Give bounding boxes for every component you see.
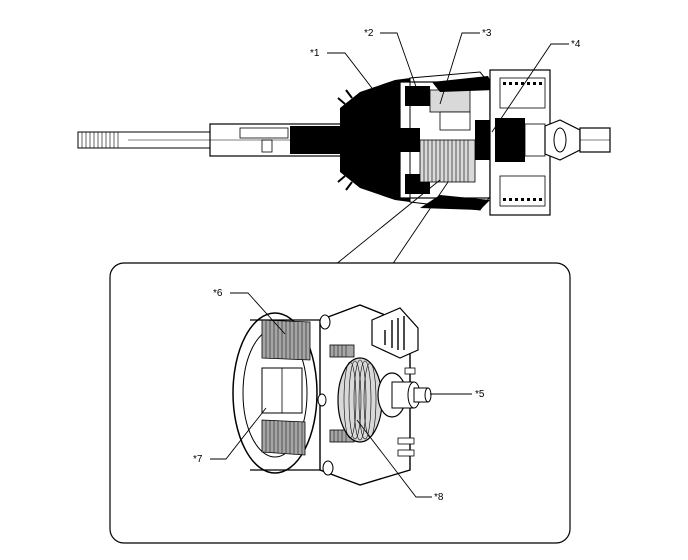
torque-sensor-detail [232, 304, 432, 486]
motor-block [489, 69, 551, 216]
output-yoke [544, 119, 611, 161]
callout-3: *3 [482, 28, 492, 39]
zoom-projection-lines [334, 179, 449, 266]
callout-7: *7 [193, 454, 203, 465]
mounting-bolts [329, 344, 355, 443]
center-coil-and-shaft [337, 357, 432, 443]
input-shaft [77, 131, 229, 149]
callout-5: *5 [475, 389, 485, 400]
housing-front [337, 78, 410, 202]
callout-2: *2 [364, 28, 374, 39]
callout-6: *6 [213, 288, 223, 299]
housing-rear [409, 71, 496, 211]
steering-column-assembly [77, 69, 611, 216]
callout-4: *4 [571, 39, 581, 50]
upper-coil [261, 319, 311, 361]
callout-8: *8 [434, 492, 444, 503]
callout-1: *1 [310, 48, 320, 59]
lower-coil [261, 419, 306, 456]
leader-lines [210, 32, 569, 498]
terminal-pins [397, 367, 416, 457]
gear-housing [399, 81, 491, 199]
connector-inset [371, 307, 419, 359]
